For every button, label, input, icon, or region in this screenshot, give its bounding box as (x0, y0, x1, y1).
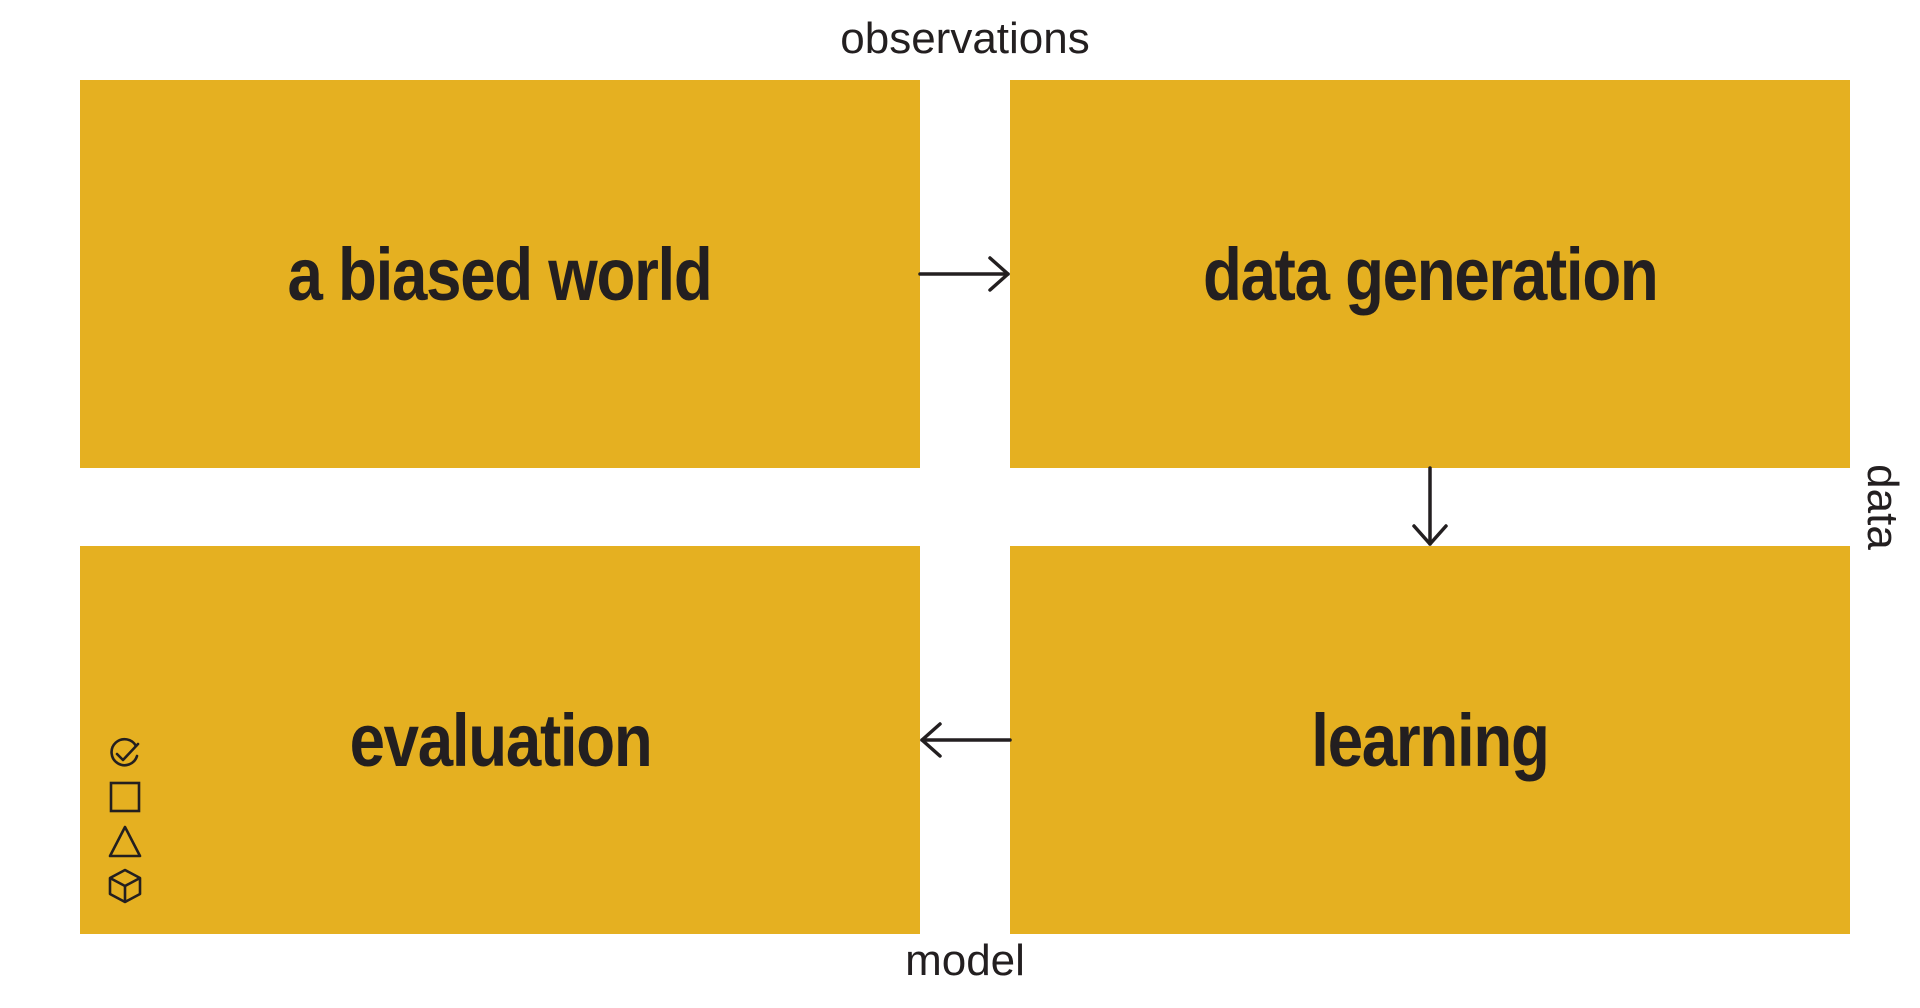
node-a-biased-world: a biased world (80, 80, 920, 468)
node-label-datagen: data generation (1202, 232, 1659, 316)
edge-label-observations: observations (840, 14, 1090, 63)
node-label-evaluation: evaluation (349, 698, 652, 782)
node-label-world: a biased world (287, 232, 713, 316)
arrow-world-to-datagen (918, 256, 1010, 292)
side-toolbar (106, 736, 146, 904)
triangle-icon[interactable] (106, 824, 144, 860)
check-circle-icon[interactable] (106, 736, 144, 772)
node-data-generation: data generation (1010, 80, 1850, 468)
edge-label-model: model (905, 936, 1025, 985)
square-icon[interactable] (106, 780, 144, 816)
arrow-learning-to-evaluation (920, 722, 1012, 758)
node-label-learning: learning (1311, 698, 1550, 782)
cube-icon[interactable] (106, 868, 144, 904)
node-learning: learning (1010, 546, 1850, 934)
edge-label-data: data (1858, 464, 1907, 550)
node-evaluation: evaluation (80, 546, 920, 934)
arrow-datagen-to-learning (1412, 466, 1448, 546)
